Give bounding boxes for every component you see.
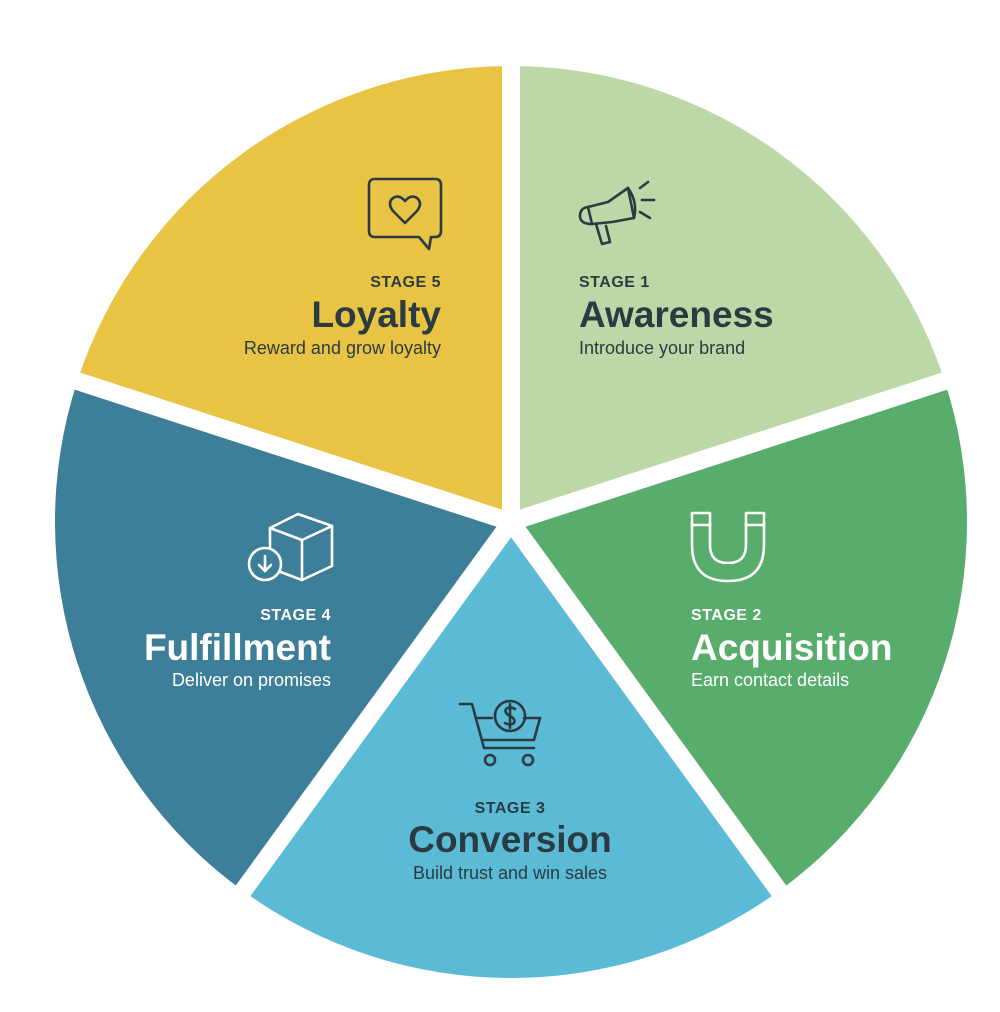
stage-2-description: Earn contact details <box>691 670 849 690</box>
stage-4-label: STAGE 4 <box>260 607 331 624</box>
stage-3-text: STAGE 3 Conversion Build trust and win s… <box>408 800 612 883</box>
stage-4-description: Deliver on promises <box>172 670 331 690</box>
stage-1-text: STAGE 1 Awareness Introduce your brand <box>579 274 774 358</box>
segment-conversion <box>242 522 780 978</box>
stage-2-title: Acquisition <box>691 627 892 668</box>
segment-separator <box>229 516 519 905</box>
stage-4-title: Fulfillment <box>144 627 331 668</box>
stage-1-label: STAGE 1 <box>579 274 650 291</box>
heart-speech-bubble-icon <box>367 177 443 251</box>
stage-5-description: Reward and grow loyalty <box>244 338 441 358</box>
segment-separator <box>508 369 957 531</box>
magnet-icon <box>690 511 766 583</box>
stage-5-title: Loyalty <box>311 294 441 335</box>
segment-separator <box>65 369 514 531</box>
segment-acquisition <box>511 381 967 891</box>
segment-fulfillment <box>54 381 511 891</box>
megaphone-icon <box>578 180 656 246</box>
stage-3-description: Build trust and win sales <box>413 863 607 883</box>
stage-3-label: STAGE 3 <box>475 800 546 817</box>
shopping-cart-dollar-icon <box>458 699 542 767</box>
stage-3-title: Conversion <box>408 819 612 860</box>
stage-5-label: STAGE 5 <box>370 274 441 291</box>
stage-2-text: STAGE 2 Acquisition Earn contact details <box>691 607 892 690</box>
stage-4-text: STAGE 4 Fulfillment Deliver on promises <box>144 607 331 690</box>
box-download-icon <box>247 512 334 582</box>
stage-5-text: STAGE 5 Loyalty Reward and grow loyalty <box>244 274 442 358</box>
stage-1-description: Introduce your brand <box>579 338 745 358</box>
segment-separators <box>65 56 957 905</box>
stage-2-label: STAGE 2 <box>691 607 762 624</box>
segment-separator <box>503 516 793 905</box>
stage-1-title: Awareness <box>579 294 774 335</box>
